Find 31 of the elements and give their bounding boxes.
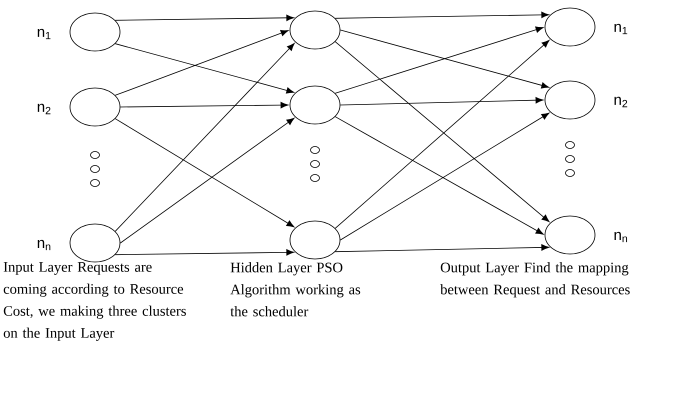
arrow bbox=[114, 43, 295, 232]
node-label: n$_{n}$ bbox=[614, 232, 628, 242]
arrow bbox=[114, 30, 288, 96]
node-label: n$_{n}$ bbox=[38, 240, 50, 250]
neuron-circle bbox=[290, 86, 340, 124]
arrow bbox=[114, 118, 294, 228]
arrow bbox=[340, 97, 544, 106]
arrow bbox=[340, 30, 550, 89]
node-label: n$_{2}$ bbox=[38, 104, 50, 114]
node-label: n$_{2}$ bbox=[614, 96, 628, 108]
neuron-circle bbox=[70, 88, 120, 126]
layer-caption: Hidden Layer PSO Algorithm working as the scheduler bbox=[230, 262, 360, 316]
neuron-circle bbox=[544, 8, 596, 46]
neuron-circle bbox=[544, 80, 596, 120]
arrow bbox=[114, 43, 294, 94]
neuron-circle bbox=[70, 224, 120, 262]
neuron-circle bbox=[70, 12, 120, 52]
layer-caption: Output Layer Find the mapping between Request and Resources bbox=[440, 262, 630, 298]
arrow bbox=[120, 102, 288, 108]
node-label: n$_{1}$ bbox=[38, 28, 50, 40]
neuron-circle bbox=[290, 10, 340, 50]
layer-caption: Input Layer Requests are coming according to Resource Cost, we making three clusters on the Input Layer bbox=[4, 262, 186, 341]
arrow bbox=[114, 14, 294, 22]
arrow bbox=[114, 249, 294, 256]
node-label: n$_{1}$ bbox=[614, 24, 628, 34]
neuron-circle bbox=[544, 216, 596, 254]
arrow bbox=[334, 244, 550, 252]
arrow bbox=[120, 118, 294, 244]
neuron-circle bbox=[290, 220, 340, 260]
arrow bbox=[334, 12, 550, 19]
arrow bbox=[334, 26, 544, 94]
